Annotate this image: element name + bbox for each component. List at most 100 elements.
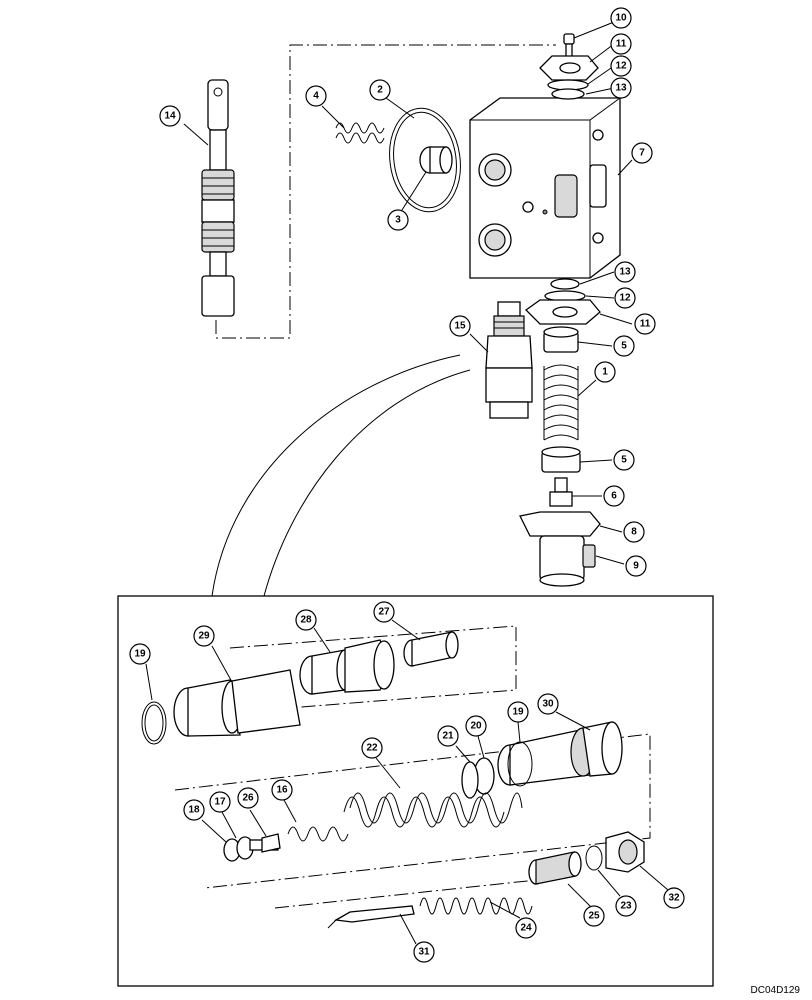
leader-lines [145,21,669,945]
callout-30: 30 [537,693,559,715]
callout-23: 23 [615,895,637,917]
drawing-code: DC04D129 [750,985,800,996]
fitting-part-29 [173,669,301,737]
nut-part-32 [605,831,645,873]
svg-text:24: 24 [520,923,532,934]
svg-text:13: 13 [619,267,631,278]
callout-24: 24 [515,917,537,939]
svg-text:9: 9 [633,561,639,572]
ring-part-23 [585,845,603,871]
svg-text:5: 5 [621,455,627,466]
svg-text:10: 10 [615,13,627,24]
callout-22: 22 [361,737,383,759]
svg-text:31: 31 [418,947,430,958]
callout-31: 31 [413,941,435,963]
callout-5-upper: 5 [613,335,635,357]
callout-12-lower: 12 [614,287,636,309]
svg-text:3: 3 [395,215,401,226]
detail-view-frame [117,595,714,987]
callout-13: 13 [610,77,632,99]
svg-text:32: 32 [668,893,680,904]
callout-27: 27 [373,601,395,623]
callout-2: 2 [369,79,391,101]
callout-4: 4 [305,85,327,107]
spring-part-24 [419,897,533,915]
svg-text:7: 7 [639,148,645,159]
svg-text:29: 29 [198,631,210,642]
svg-text:12: 12 [615,61,627,72]
callout-28: 28 [295,609,317,631]
callout-25: 25 [583,905,605,927]
svg-text:11: 11 [640,319,651,330]
svg-text:4: 4 [313,91,319,102]
callout-19-left: 19 [129,643,151,665]
svg-text:25: 25 [588,911,600,922]
callout-1: 1 [594,361,616,383]
valve-body-part-7 [469,97,621,279]
o-ring-part-19a [141,701,167,745]
piston-part-28 [299,639,395,695]
ring-part-21 [461,761,479,799]
svg-text:23: 23 [620,901,632,912]
sleeve-part-27 [403,631,459,667]
top-cover-parts [539,33,599,100]
svg-text:21: 21 [442,731,454,742]
svg-text:8: 8 [631,527,637,538]
svg-text:15: 15 [454,321,466,332]
callout-12: 12 [610,55,632,77]
callout-10: 10 [610,7,632,29]
callout-14: 14 [159,105,181,127]
spring-stack-parts [519,326,601,587]
svg-text:14: 14 [164,111,176,122]
callout-3: 3 [387,209,409,231]
callout-13-lower: 13 [614,261,636,283]
svg-text:18: 18 [188,805,200,816]
svg-text:13: 13 [615,83,627,94]
svg-text:16: 16 [276,785,288,796]
svg-text:17: 17 [214,797,226,808]
callout-6: 6 [603,485,625,507]
spring-part-22 [343,792,523,828]
callout-5-lower: 5 [613,449,635,471]
plug-part-3 [419,146,453,174]
svg-text:2: 2 [377,85,383,96]
svg-text:12: 12 [619,293,631,304]
callout-32: 32 [663,887,685,909]
callout-11-lower: 11 [634,313,656,335]
svg-text:27: 27 [378,607,390,618]
callout-29: 29 [193,625,215,647]
callout-19-right: 19 [507,701,529,723]
callout-9: 9 [625,555,647,577]
svg-text:6: 6 [611,491,617,502]
svg-text:20: 20 [470,721,482,732]
svg-text:30: 30 [542,699,554,710]
callout-21: 21 [437,725,459,747]
svg-text:26: 26 [242,793,254,804]
detail-sweep-inner [263,369,471,597]
callout-8: 8 [623,521,645,543]
callout-17: 17 [209,791,231,813]
callout-16: 16 [271,779,293,801]
callout-20: 20 [465,715,487,737]
poppet-parts-17-18-26 [223,833,281,862]
svg-text:5: 5 [621,341,627,352]
o-ring-part-2 [389,107,461,213]
svg-text:11: 11 [616,39,627,50]
svg-text:22: 22 [366,743,378,754]
svg-text:19: 19 [134,649,146,660]
bottom-cover-parts [524,278,601,325]
detail-sweep-outer [211,354,461,597]
pin-part-31 [327,905,415,929]
spool-link-line [215,44,556,339]
callout-18: 18 [183,799,205,821]
callout-15: 15 [449,315,471,337]
svg-text:28: 28 [300,615,312,626]
svg-text:1: 1 [602,367,608,378]
sleeve-part-25 [528,851,582,885]
adjuster-part-30 [497,721,623,786]
spool-part-14 [201,79,235,317]
callout-11: 11 [610,33,632,55]
callout-7: 7 [631,142,653,164]
callout-26: 26 [237,787,259,809]
